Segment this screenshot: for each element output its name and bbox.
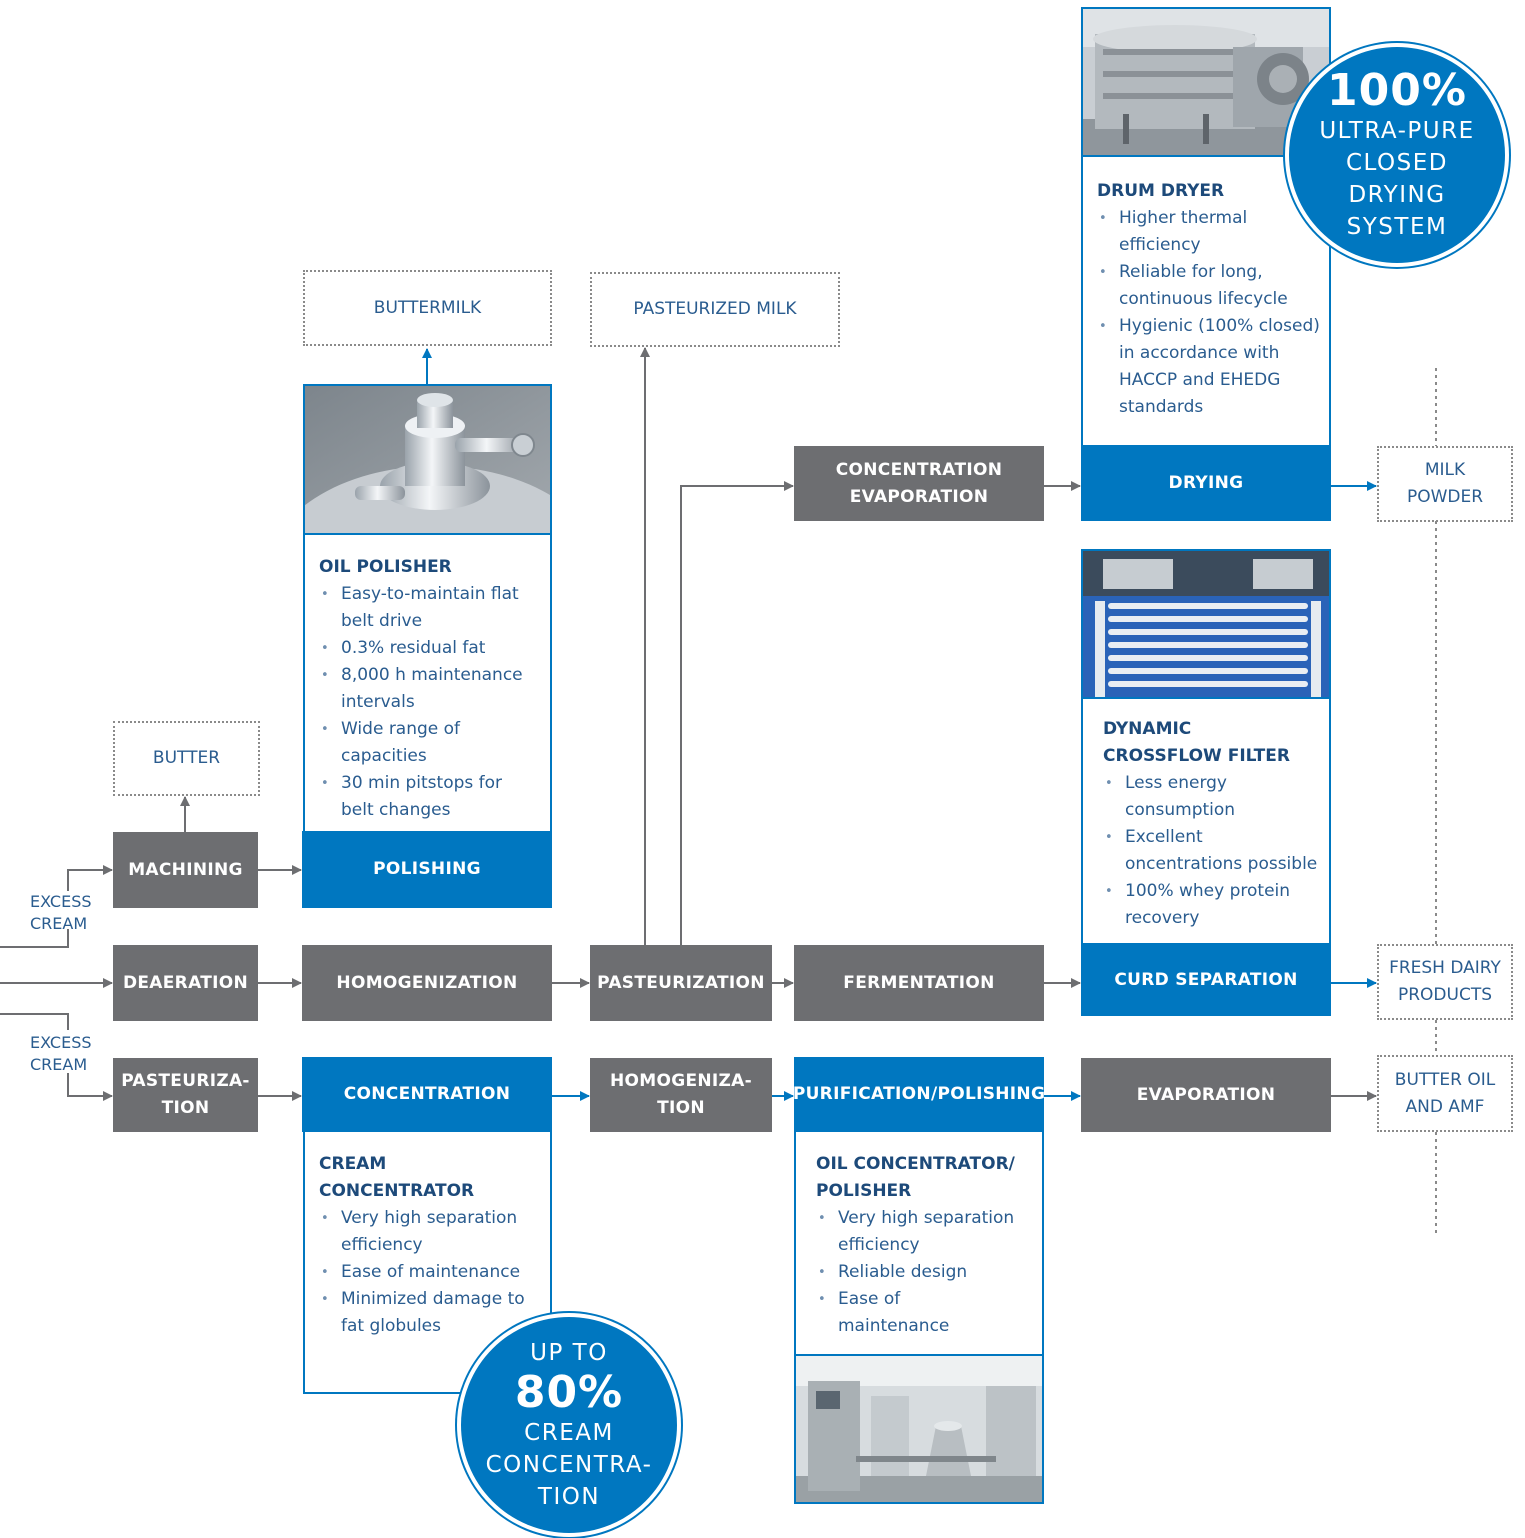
badge-cream-concentration: UP TO 80% CREAM CONCENTRA- TION — [457, 1313, 681, 1537]
stage-curd-separation: CURD SEPARATION — [1081, 944, 1331, 1016]
card-oil-concentrator: OIL CONCENTRATOR/ POLISHER Very high sep… — [794, 1130, 1044, 1356]
card-title: DRUM DRYER — [1097, 181, 1225, 201]
stage-polishing: POLISHING — [302, 831, 552, 908]
connector-excess-cream-bottom-in — [67, 1073, 113, 1101]
product-pasteurized-milk: PASTEURIZED MILK — [590, 272, 840, 347]
bullet-item: Wide range of capacities — [319, 716, 538, 770]
stage-homogenization-2: HOMOGENIZA- TION — [590, 1058, 772, 1132]
bullet-item: Hygienic (100% closed) in accordance wit… — [1097, 313, 1321, 421]
bullet-item: Less energy consumption — [1103, 770, 1323, 824]
bullet-item: Minimized damage to fat globules — [319, 1286, 540, 1340]
card-title: OIL POLISHER — [319, 557, 452, 577]
card-crossflow-filter: DYNAMIC CROSSFLOW FILTER Less energy con… — [1081, 697, 1331, 945]
bullet-item: 100% whey protein recovery — [1103, 878, 1323, 932]
product-butter-oil: BUTTER OIL AND AMF — [1377, 1055, 1513, 1132]
bullet-item: 0.3% residual fat — [319, 635, 538, 662]
bullet-item: Excellent oncentrations possible — [1103, 824, 1323, 878]
connector-excess-cream-top — [0, 929, 69, 948]
bullet-item: Ease of maintenance — [816, 1286, 1032, 1340]
bullet-item: Ease of maintenance — [319, 1259, 540, 1286]
stage-concentration-evaporation: CONCENTRATION EVAPORATION — [794, 446, 1044, 521]
bullet-item: 30 min pitstops for belt changes — [319, 770, 538, 824]
badge-line: CREAM — [524, 1420, 614, 1446]
badge-value: 100% — [1327, 65, 1467, 116]
bullet-item: Very high separation efficiency — [319, 1205, 540, 1259]
badge-line: ULTRA-PURE — [1319, 118, 1475, 144]
stage-concentration: CONCENTRATION — [302, 1057, 552, 1132]
oil-polisher-photo — [303, 384, 552, 535]
stage-homogenization: HOMOGENIZATION — [302, 945, 552, 1021]
card-bullets: Higher thermal efficiency Reliable for l… — [1097, 205, 1321, 421]
bullet-item: Higher thermal efficiency — [1097, 205, 1321, 259]
connector-excess-cream-top-in — [67, 865, 113, 891]
crossflow-filter-photo — [1081, 549, 1331, 699]
input-excess-cream-top: EXCESS CREAM — [30, 892, 92, 933]
card-title: CREAM CONCENTRATOR — [319, 1154, 475, 1201]
input-excess-cream-bottom: EXCESS CREAM — [30, 1033, 92, 1074]
connector-pasteurization-concentration — [680, 481, 794, 945]
badge-line: TION — [537, 1484, 601, 1510]
stage-deaeration: DEAERATION — [113, 945, 258, 1021]
stage-evaporation: EVAPORATION — [1081, 1058, 1331, 1132]
badge-value: 80% — [514, 1367, 624, 1418]
bullet-item: Reliable for long, continuous lifecycle — [1097, 259, 1321, 313]
product-fresh-dairy: FRESH DAIRY PRODUCTS — [1377, 944, 1513, 1020]
stage-pasteurization-2: PASTEURIZA- TION — [113, 1058, 258, 1132]
stage-purification-polishing: PURIFICATION/POLISHING — [793, 1057, 1045, 1132]
stage-fermentation: FERMENTATION — [794, 945, 1044, 1021]
card-bullets: Easy-to-maintain flat belt drive 0.3% re… — [319, 581, 538, 824]
card-bullets: Very high separation efficiency Ease of … — [319, 1205, 540, 1340]
badge-line: CONCENTRA- — [485, 1452, 653, 1478]
card-bullets: Less energy consumption Excellent oncent… — [1103, 770, 1323, 932]
stage-drying: DRYING — [1081, 446, 1331, 521]
bullet-item: Very high separation efficiency — [816, 1205, 1032, 1259]
card-drum-dryer: DRUM DRYER Higher thermal efficiency Rel… — [1081, 155, 1331, 447]
badge-drying-system: 100% ULTRA-PURE CLOSED DRYING SYSTEM — [1285, 43, 1509, 267]
product-butter: BUTTER — [113, 721, 260, 796]
card-oil-polisher: OIL POLISHER Easy-to-maintain flat belt … — [303, 533, 552, 833]
bullet-item: 8,000 h maintenance intervals — [319, 662, 538, 716]
badge-line: SYSTEM — [1346, 214, 1448, 240]
product-milk-powder: MILK POWDER — [1377, 446, 1513, 522]
product-buttermilk: BUTTERMILK — [303, 270, 552, 346]
bullet-item: Easy-to-maintain flat belt drive — [319, 581, 538, 635]
badge-line: UP TO — [530, 1340, 608, 1366]
badge-line: CLOSED — [1346, 150, 1448, 176]
card-title: DYNAMIC CROSSFLOW FILTER — [1103, 719, 1290, 766]
oil-concentrator-photo — [794, 1354, 1044, 1504]
stage-machining: MACHINING — [113, 832, 258, 908]
stage-pasteurization: PASTEURIZATION — [590, 945, 772, 1021]
badge-line: DRYING — [1348, 182, 1446, 208]
card-title: OIL CONCENTRATOR/ POLISHER — [816, 1154, 1015, 1201]
card-bullets: Very high separation efficiency Reliable… — [816, 1205, 1032, 1340]
bullet-item: Reliable design — [816, 1259, 1032, 1286]
connector-excess-cream-bottom — [0, 1013, 69, 1030]
